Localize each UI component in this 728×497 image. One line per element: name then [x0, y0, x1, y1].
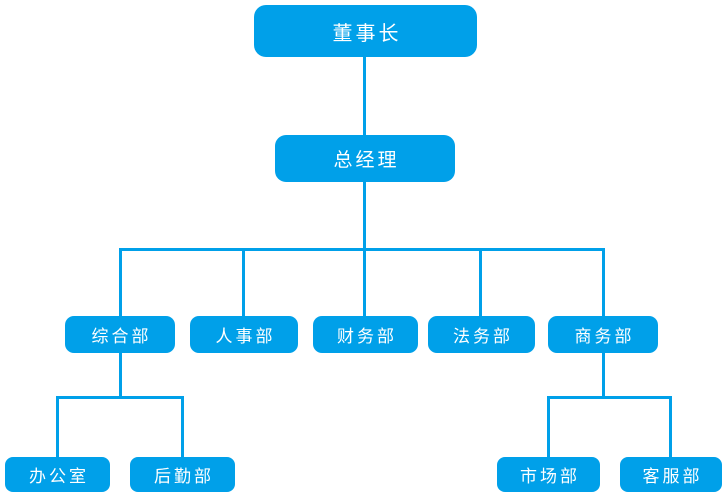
connector-drop-marketing [547, 396, 550, 457]
org-node-general-manager[interactable]: 总经理 [275, 135, 455, 182]
connector-general-affairs-children-bus [56, 396, 184, 399]
org-node-finance-label: 财务部 [337, 327, 397, 346]
connector-business-children-bus [547, 396, 672, 399]
connector-drop-legal [479, 248, 482, 316]
org-node-marketing[interactable]: 市场部 [497, 457, 600, 492]
org-node-general-affairs[interactable]: 综合部 [65, 316, 175, 353]
org-node-marketing-label: 市场部 [520, 467, 580, 486]
connector-drop-business [602, 248, 605, 316]
connector-drop-logistics [181, 396, 184, 457]
org-node-office-label: 办公室 [29, 467, 89, 486]
org-node-logistics-label: 后勤部 [154, 467, 214, 486]
org-node-chairman[interactable]: 董事长 [254, 5, 477, 57]
org-node-legal-label: 法务部 [453, 327, 513, 346]
org-node-customer-service[interactable]: 客服部 [620, 457, 722, 492]
org-node-office[interactable]: 办公室 [5, 457, 110, 492]
org-node-general-affairs-label: 综合部 [91, 327, 152, 346]
org-node-hr-label: 人事部 [215, 327, 276, 346]
org-node-general-manager-label: 总经理 [333, 150, 400, 171]
connector-drop-office [56, 396, 59, 457]
connector-general-affairs-bus [119, 353, 122, 397]
org-node-customer-service-label: 客服部 [642, 467, 703, 486]
connector-gm-level3-bus [363, 182, 366, 249]
connector-drop-general-affairs [119, 248, 122, 316]
connector-business-bus [602, 353, 605, 397]
org-node-chairman-label: 董事长 [332, 22, 402, 45]
connector-drop-hr [242, 248, 245, 316]
org-node-business[interactable]: 商务部 [548, 316, 658, 353]
org-node-finance[interactable]: 财务部 [313, 316, 418, 353]
connector-chairman-gm [363, 57, 366, 135]
org-node-hr[interactable]: 人事部 [190, 316, 298, 353]
connector-level3-bus [119, 248, 605, 251]
org-node-business-label: 商务部 [574, 327, 635, 346]
org-node-legal[interactable]: 法务部 [428, 316, 535, 353]
connector-drop-customer-service [669, 396, 672, 457]
connector-drop-finance [363, 248, 366, 316]
org-node-logistics[interactable]: 后勤部 [130, 457, 235, 492]
